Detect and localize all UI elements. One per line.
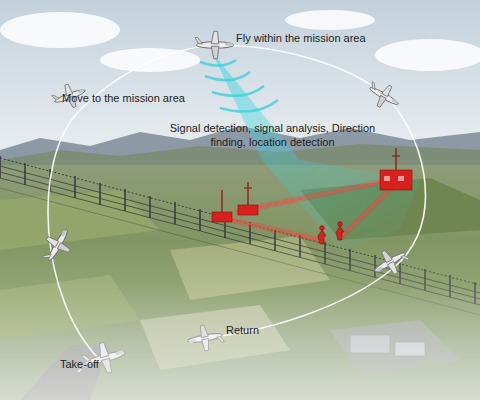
text-label: Take-off [60,357,140,371]
text-label: Move to the mission area [62,91,222,105]
text-label: Fly within the mission area [236,31,406,45]
text-label: Return [226,323,306,337]
text-label: Signal detection, signal analysis, Direc… [165,121,380,149]
